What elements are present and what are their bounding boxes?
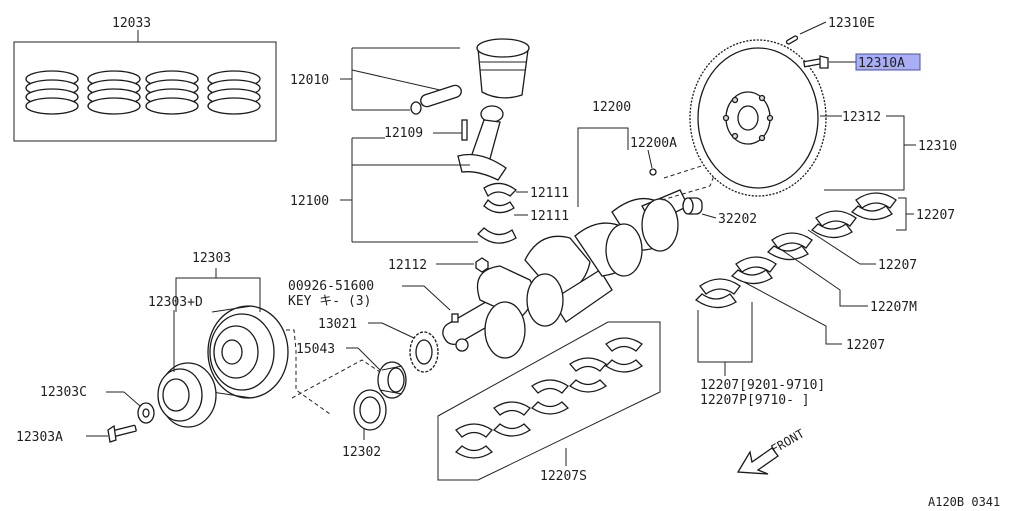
main-bearing-set-box[interactable] (437, 321, 661, 481)
label-12310e[interactable]: 12310E (828, 16, 875, 31)
flywheel[interactable] (689, 39, 827, 197)
selected-part-highlight (855, 53, 921, 71)
label-12207-1[interactable]: 12207 (916, 208, 955, 223)
label-13021[interactable]: 13021 (318, 317, 357, 332)
rod-cap[interactable] (477, 227, 517, 244)
arrow-down-left-icon (736, 447, 779, 475)
label-12312[interactable]: 12312 (842, 110, 881, 125)
main-bearing-row-3[interactable] (694, 278, 741, 309)
label-12100[interactable]: 12100 (290, 194, 329, 209)
woodruff-key[interactable] (451, 313, 459, 323)
ring-stack-3 (145, 70, 199, 115)
pilot-bearing[interactable] (682, 197, 703, 215)
main-bearing-row-2[interactable] (730, 232, 813, 285)
label-12010[interactable]: 12010 (290, 73, 329, 88)
front-label: FRONT (769, 426, 807, 456)
label-12310a[interactable]: 12310A (858, 56, 905, 71)
rod-bearing-lower[interactable] (483, 198, 515, 214)
label-12303[interactable]: 12303 (192, 251, 231, 266)
label-12207m[interactable]: 12207M (870, 300, 917, 315)
label-12303c[interactable]: 12303C (40, 385, 87, 400)
pulley-hub[interactable] (157, 362, 217, 428)
label-12033[interactable]: 12033 (112, 16, 151, 31)
label-12303d[interactable]: 12303+D (148, 295, 203, 310)
crank-pulley[interactable] (207, 305, 289, 399)
piston-assembly[interactable] (410, 38, 530, 115)
ring-stack-4 (207, 70, 261, 115)
label-12200a[interactable]: 12200A (630, 136, 677, 151)
flywheel-dowel[interactable] (785, 35, 799, 45)
label-12303a[interactable]: 12303A (16, 430, 63, 445)
bearing-set-shells (454, 337, 644, 459)
label-15043[interactable]: 15043 (296, 342, 335, 357)
main-bearing-row-1[interactable] (810, 192, 897, 239)
label-12207p-range-2[interactable]: 12207P[9710- ] (700, 393, 810, 408)
label-00926-51600[interactable]: 00926-51600 (288, 279, 374, 294)
label-12207-3[interactable]: 12207 (846, 338, 885, 353)
crankshaft[interactable] (439, 189, 689, 359)
label-12200[interactable]: 12200 (592, 100, 631, 115)
rod-nut[interactable] (475, 257, 489, 273)
label-12112[interactable]: 12112 (388, 258, 427, 273)
label-12111-lower[interactable]: 12111 (530, 209, 569, 224)
label-32202[interactable]: 32202 (718, 212, 757, 227)
label-12207-range-1[interactable]: 12207[9201-9710] (700, 378, 825, 393)
front-oil-seal[interactable] (353, 389, 387, 431)
connecting-rod[interactable] (457, 105, 507, 181)
ring-stack-1 (25, 70, 79, 115)
label-12111-upper[interactable]: 12111 (530, 186, 569, 201)
label-12109[interactable]: 12109 (384, 126, 423, 141)
ring-stack-2 (87, 70, 141, 115)
flywheel-bolt[interactable] (803, 55, 829, 69)
crank-sprocket[interactable] (409, 331, 439, 373)
pulley-bolt[interactable] (107, 424, 137, 443)
label-key[interactable]: KEY キ- (3) (288, 294, 371, 309)
rod-bearing-upper[interactable] (483, 182, 517, 198)
pulley-washer[interactable] (137, 402, 155, 424)
oil-pump-drive-spacer[interactable] (377, 361, 407, 399)
label-12207s[interactable]: 12207S (540, 469, 587, 484)
piston-ring-set[interactable] (13, 30, 277, 142)
label-12302[interactable]: 12302 (342, 445, 381, 460)
label-12310[interactable]: 12310 (918, 139, 957, 154)
label-12207-2[interactable]: 12207 (878, 258, 917, 273)
diagram-reference-code: A120B 0341 (928, 495, 1000, 509)
